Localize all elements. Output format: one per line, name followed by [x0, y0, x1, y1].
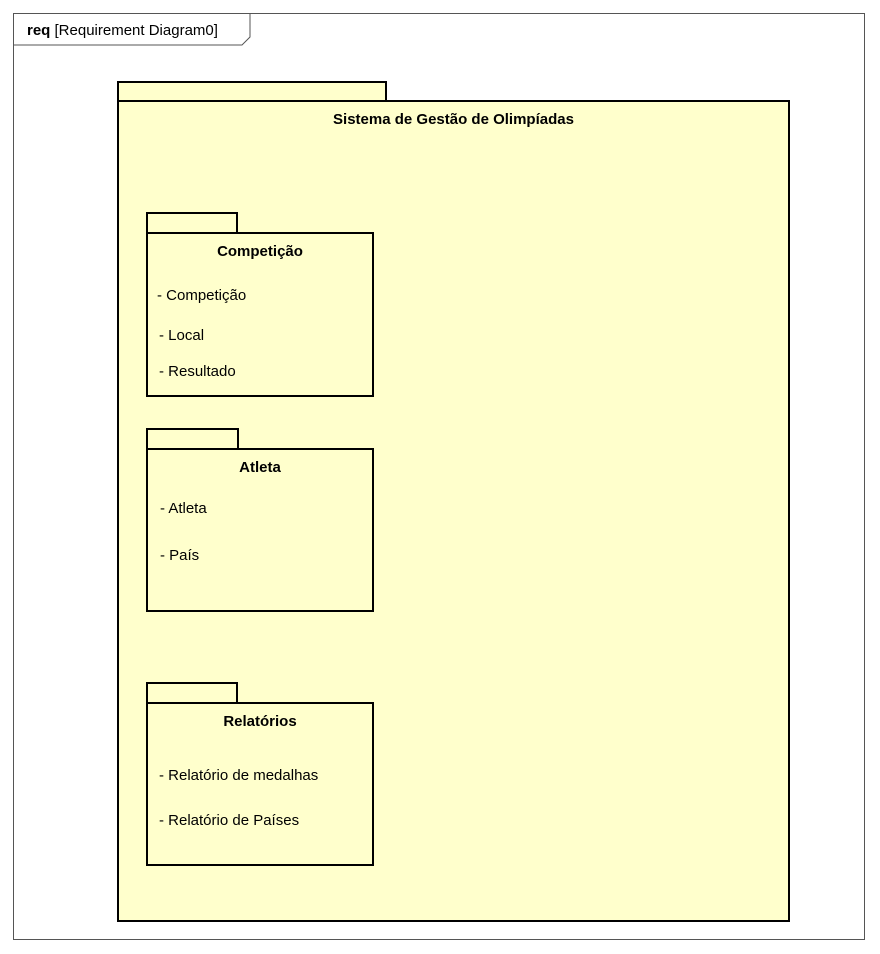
package-competicao: Competição - Competição - Local - Result…	[146, 232, 374, 397]
frame-label-text: req [Requirement Diagram0]	[27, 22, 218, 39]
package-title: Competição	[217, 243, 303, 260]
requirement-item: - Local	[159, 327, 205, 344]
frame-keyword: req	[27, 22, 51, 39]
requirement-item: - País	[160, 547, 200, 564]
requirement-item: - Competição	[157, 287, 247, 304]
package-title: Atleta	[239, 459, 281, 476]
requirement-item: - Atleta	[160, 500, 207, 517]
package-relatorios: Relatórios - Relatório de medalhas - Rel…	[146, 702, 374, 866]
requirement-item: - Relatório de medalhas	[159, 767, 319, 784]
package-atleta: Atleta - Atleta - País	[146, 448, 374, 612]
frame-name: [Requirement Diagram0]	[54, 22, 218, 39]
package-title: Relatórios	[223, 713, 297, 730]
diagram-frame: req [Requirement Diagram0]	[13, 13, 865, 940]
requirement-item: - Relatório de Países	[159, 812, 300, 829]
requirement-item: - Resultado	[159, 363, 236, 380]
system-package-title: Sistema de Gestão de Olimpíadas	[333, 111, 574, 128]
frame-label-border	[14, 14, 251, 46]
